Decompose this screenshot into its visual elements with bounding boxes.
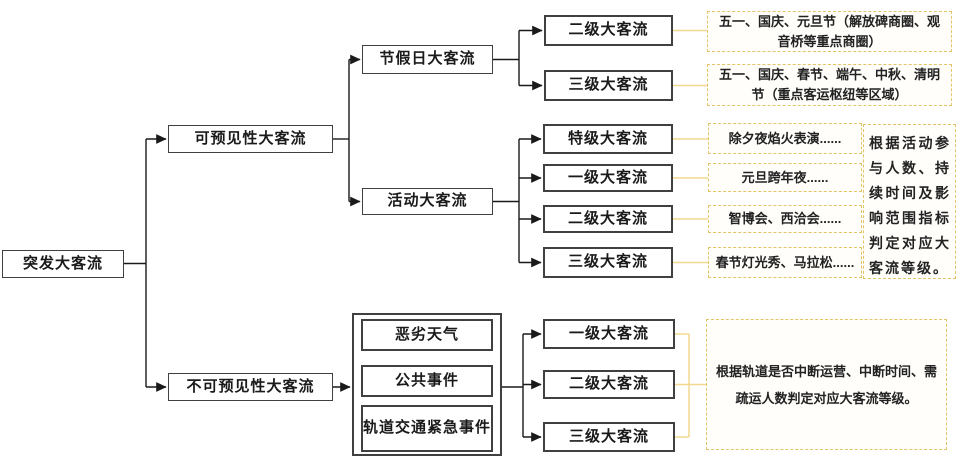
unpredictable-node: 不可预见性大客流 (168, 373, 333, 401)
cause-node: 公共事件 (361, 365, 493, 397)
unpredictable-level-node: 一级大客流 (543, 319, 675, 349)
unpredictable-level-node: 三级大客流 (543, 422, 675, 452)
activity-node: 活动大客流 (362, 188, 493, 215)
activity-example-note: 智博会、西洽会...... (708, 205, 862, 233)
root-node: 突发大客流 (2, 250, 124, 278)
activity-level-node: 三级大客流 (543, 247, 673, 278)
activity-example-note: 春节灯光秀、马拉松...... (708, 247, 862, 278)
cause-node: 恶劣天气 (361, 319, 493, 351)
cause-node: 轨道交通紧急事件 (361, 405, 493, 452)
activity-criteria-note: 根据活动参与人数、持续时间及影响范围指标判定对应大客流等级。 (863, 124, 956, 279)
predictable-node: 可预见性大客流 (168, 125, 333, 153)
activity-level-node: 二级大客流 (543, 205, 673, 233)
holiday-note: 五一、国庆、元旦节（解放碑商圈、观音桥等重点商圈） (707, 11, 952, 52)
activity-example-note: 除夕夜焰火表演...... (708, 123, 862, 154)
unpredictable-level-node: 二级大客流 (543, 370, 675, 399)
holiday-node: 节假日大客流 (362, 45, 493, 74)
unpredictable-criteria-note: 根据轨道是否中断运营、中断时间、需疏运人数判定对应大客流等级。 (706, 319, 947, 450)
activity-level-node: 一级大客流 (543, 164, 673, 192)
activity-example-note: 元旦跨年夜...... (708, 163, 862, 192)
activity-level-node: 特级大客流 (543, 124, 673, 154)
holiday-note: 五一、国庆、春节、端午、中秋、清明节（重点客运枢纽等区域） (707, 64, 952, 106)
holiday-level-node: 二级大客流 (544, 15, 673, 46)
holiday-level-node: 三级大客流 (544, 70, 673, 101)
